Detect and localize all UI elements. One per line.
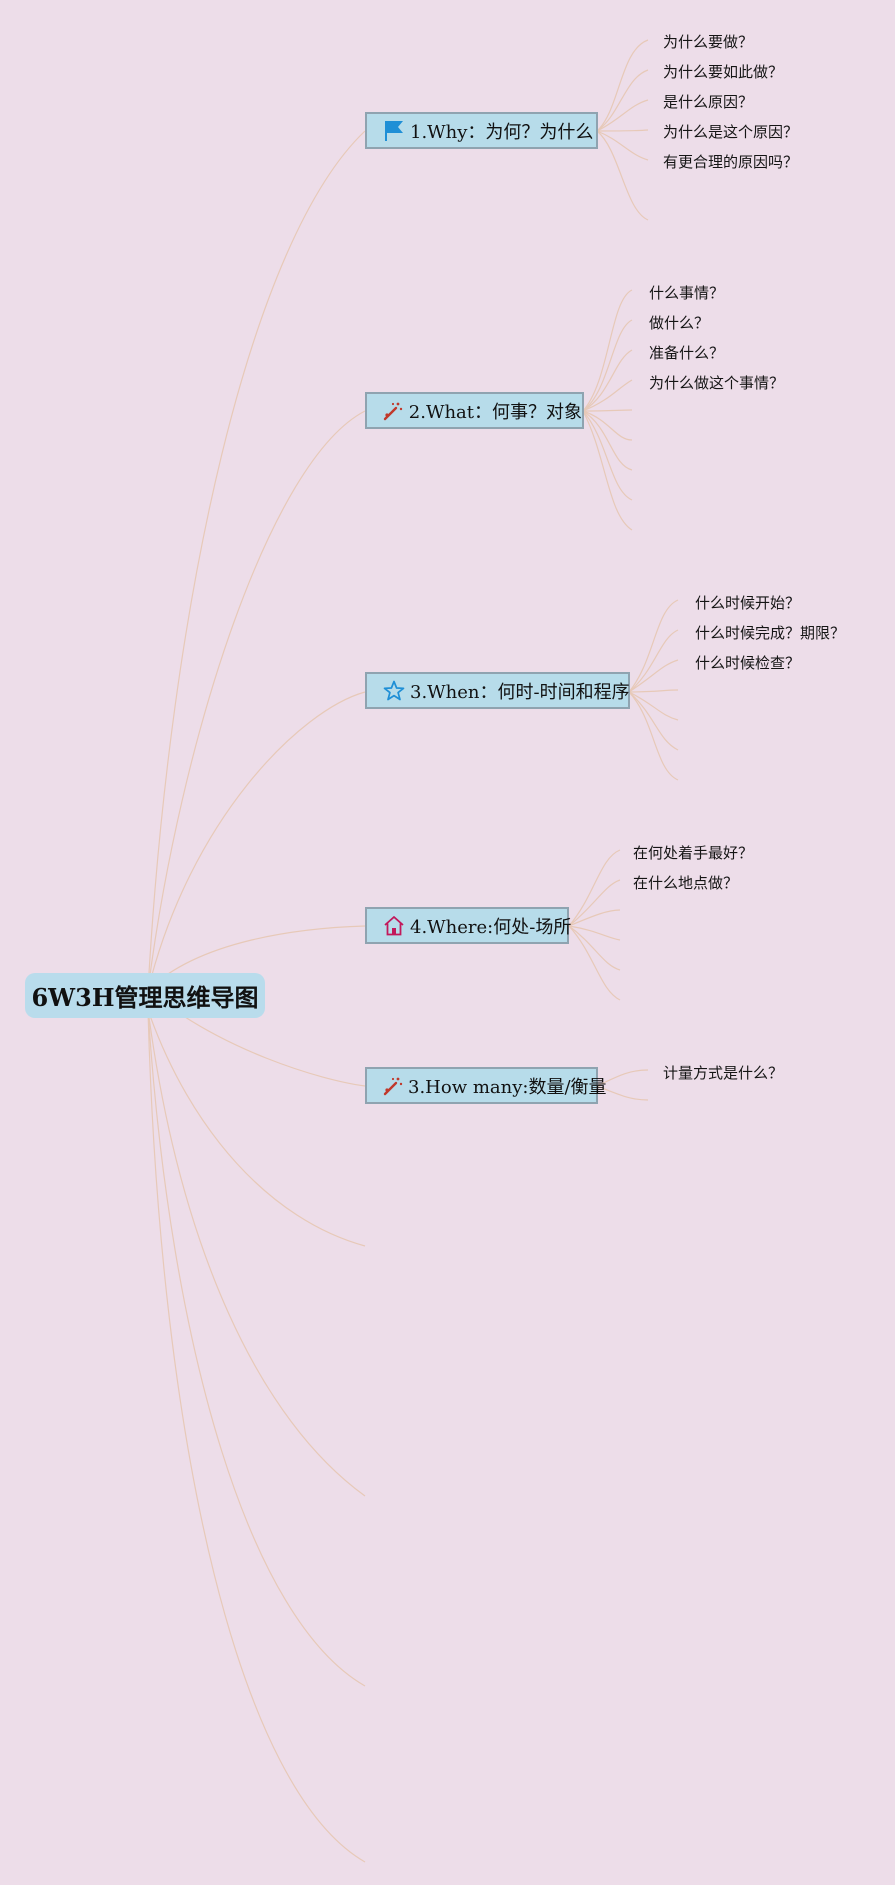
- connector-root-empty-4: [147, 1009, 366, 1863]
- connector-root-empty-1: [147, 1009, 366, 1247]
- branch-what[interactable]: 2.What：何事？对象: [365, 392, 584, 429]
- magic-wand-icon: [383, 400, 404, 422]
- connector-root-why: [147, 130, 366, 991]
- connector-root-empty-2: [147, 1009, 366, 1497]
- magic-wand-icon: [383, 1075, 403, 1097]
- leaf-item[interactable]: 是什么原因？: [663, 93, 754, 111]
- branch-label: 2.What：何事？对象: [408, 401, 582, 423]
- leaf-item[interactable]: 在何处着手最好？: [633, 844, 754, 862]
- connector-root-where: [147, 925, 366, 991]
- branch-why[interactable]: 1.Why：为何？为什么: [365, 112, 598, 149]
- star-icon: [383, 680, 405, 702]
- connector-root-what: [147, 410, 366, 991]
- leaf-item[interactable]: 什么时候完成？期限？: [695, 624, 846, 642]
- leaf-item[interactable]: 计量方式是什么？: [663, 1064, 784, 1082]
- branch-label: 3.When：何时-时间和程序: [410, 681, 630, 703]
- leaf-item[interactable]: 为什么要如此做？: [663, 63, 784, 81]
- leaf-item[interactable]: 准备什么？: [649, 344, 725, 362]
- leaf-item[interactable]: 为什么做这个事情？: [649, 374, 785, 392]
- leaf-item[interactable]: 什么事情？: [649, 284, 725, 302]
- branch-label: 3.How many:数量/衡量: [408, 1076, 607, 1098]
- leaf-item[interactable]: 什么时候检查？: [695, 654, 801, 672]
- leaf-item[interactable]: 做什么？: [649, 314, 710, 332]
- flag-icon: [383, 120, 405, 142]
- branch-when[interactable]: 3.When：何时-时间和程序: [365, 672, 630, 709]
- house-icon: [383, 915, 405, 937]
- connector-root-when: [147, 691, 366, 991]
- leaf-item[interactable]: 为什么是这个原因？: [663, 123, 799, 141]
- leaf-item[interactable]: 什么时候开始？: [695, 594, 801, 612]
- branch-label: 4.Where:何处-场所: [410, 916, 572, 938]
- branch-label: 1.Why：为何？为什么: [410, 121, 594, 143]
- leaf-item[interactable]: 在什么地点做？: [633, 874, 739, 892]
- branch-where[interactable]: 4.Where:何处-场所: [365, 907, 572, 944]
- leaf-item[interactable]: 为什么要做？: [663, 33, 754, 51]
- connector-root-empty-3: [147, 1009, 366, 1687]
- branch-how-many[interactable]: 3.How many:数量/衡量: [365, 1067, 607, 1104]
- leaf-item[interactable]: 有更合理的原因吗？: [663, 153, 799, 171]
- root-topic[interactable]: 6W3H管理思维导图: [25, 973, 265, 1018]
